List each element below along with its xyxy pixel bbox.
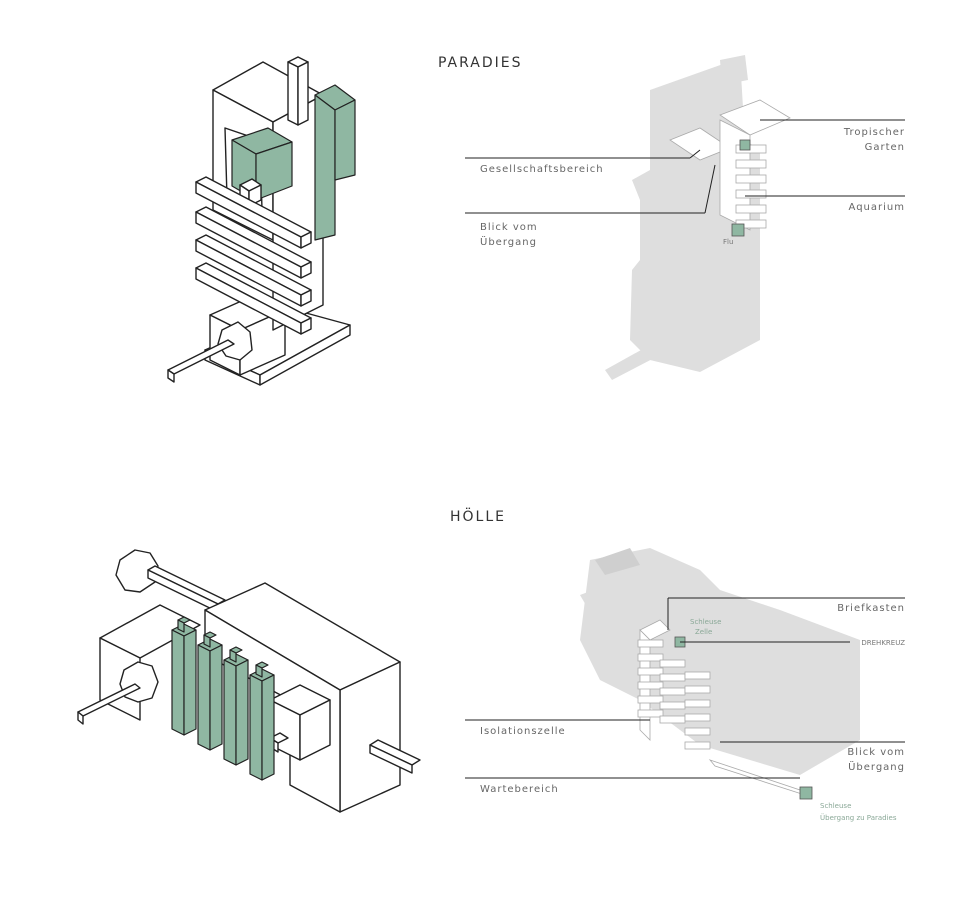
hoelle-title: HÖLLE — [450, 507, 506, 525]
label-briefkasten: Briefkasten — [837, 603, 905, 614]
label-gesellschaftsbereich: Gesellschaftsbereich — [480, 164, 604, 175]
label-isolationszelle: Isolationszelle — [480, 726, 566, 737]
label-uebergang-zu-paradies: Übergang zu Paradies — [820, 813, 897, 822]
paradies-leaders — [465, 119, 905, 214]
label-flu: Flu — [723, 238, 733, 246]
label-blick-vom-uebergang-hoelle-1: Blick vom — [847, 747, 905, 758]
label-drehkreuz: DREHKREUZ — [861, 639, 905, 647]
label-schleuse-2: Schleuse — [820, 802, 851, 810]
label-zelle: Zelle — [695, 628, 712, 636]
paradies-title: PARADIES — [438, 55, 523, 71]
label-blick-vom-uebergang-hoelle-2: Übergang — [848, 760, 905, 773]
label-aquarium: Aquarium — [849, 202, 905, 213]
label-blick-vom-uebergang-2: Übergang — [480, 235, 537, 248]
label-blick-vom-uebergang-1: Blick vom — [480, 222, 538, 233]
hoelle-leaders — [465, 597, 905, 779]
label-wartebereich: Wartebereich — [480, 784, 559, 795]
label-tropischer-garten-2: Garten — [865, 142, 905, 153]
paradies-axonometric — [167, 56, 356, 386]
label-tropischer-garten-1: Tropischer — [843, 127, 905, 138]
paradies-massing-diagram — [605, 55, 791, 380]
hoelle-massing-diagram — [580, 548, 860, 800]
hoelle-axonometric — [77, 549, 421, 813]
label-schleuse-1: Schleuse — [690, 618, 721, 626]
